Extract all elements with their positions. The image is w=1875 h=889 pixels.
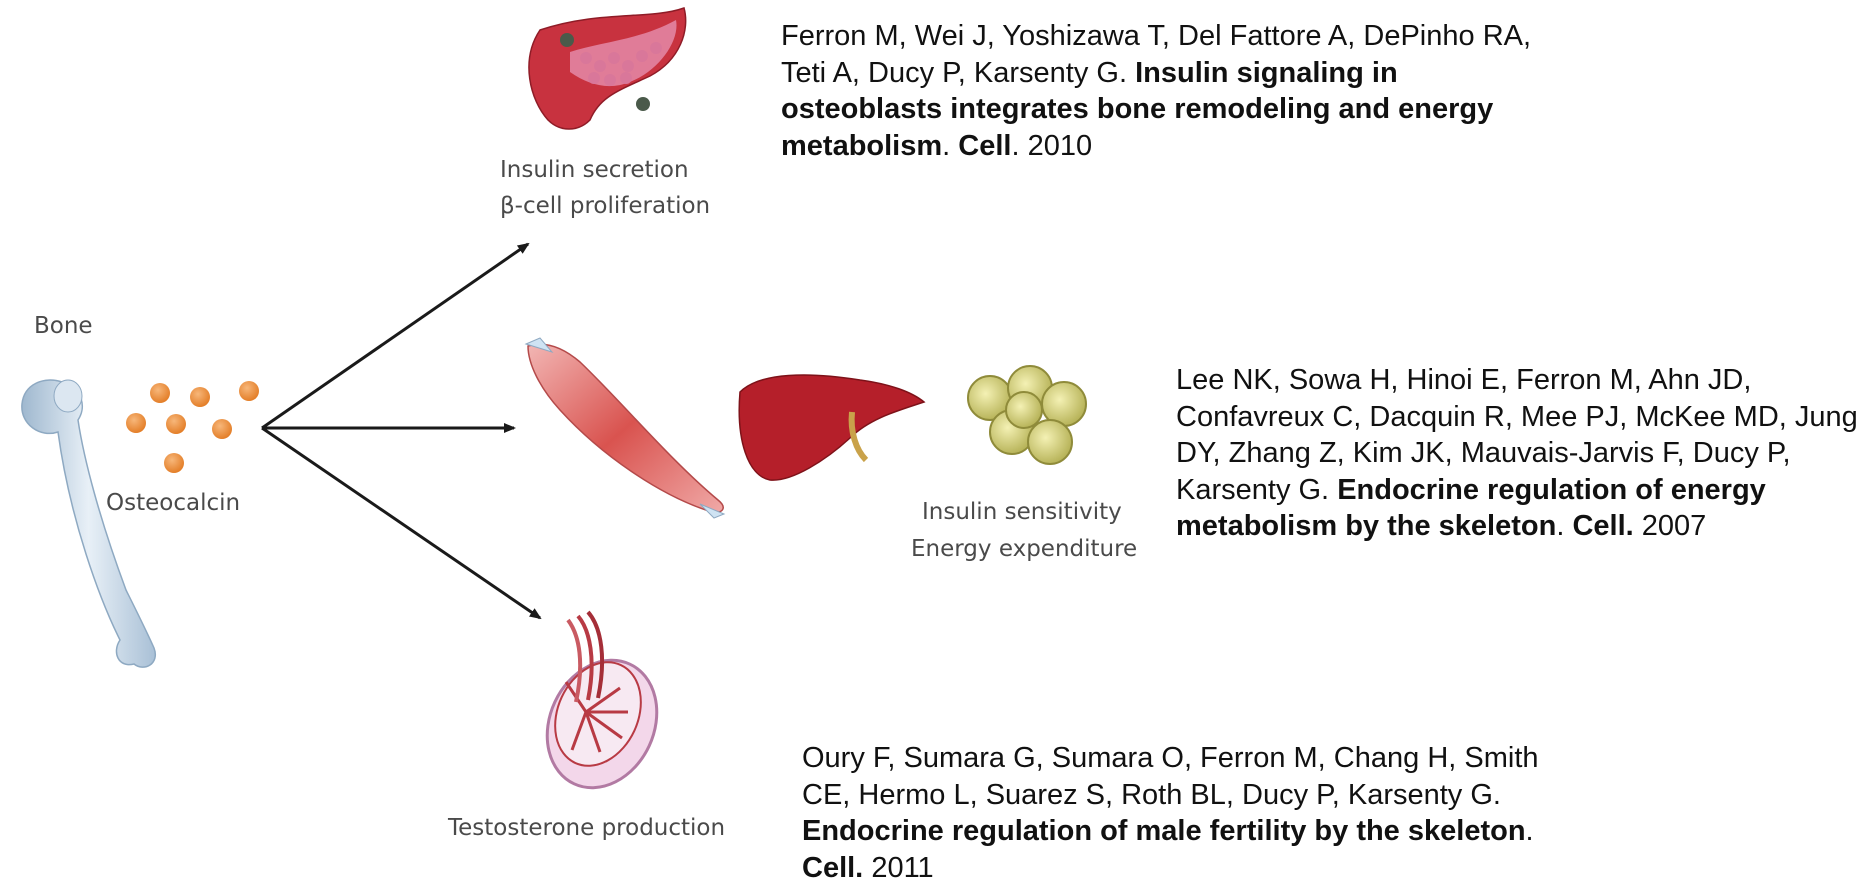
arrow-to-testis [262, 428, 540, 618]
liver-caption-line-2: Energy expenditure [911, 531, 1137, 567]
testis-caption: Testosterone production [448, 810, 725, 846]
pancreas-caption-line-1: Insulin secretion [500, 152, 689, 188]
osteocalcin-label: Osteocalcin [106, 485, 240, 521]
reference-journal: Cell [958, 130, 1011, 162]
reference-year: 2007 [1642, 510, 1707, 542]
reference-oury-2011: Oury F, Sumara G, Sumara O, Ferron M, Ch… [802, 740, 1542, 886]
osteocalcin-dot [126, 413, 146, 433]
arrow-to-pancreas [262, 244, 528, 428]
osteocalcin-dot [212, 419, 232, 439]
liver-illustration [739, 375, 924, 480]
reference-lee-2007: Lee NK, Sowa H, Hinoi E, Ferron M, Ahn J… [1176, 362, 1872, 545]
liver-caption-line-1: Insulin sensitivity [922, 494, 1122, 530]
osteocalcin-dot [166, 414, 186, 434]
osteocalcin-dot [150, 383, 170, 403]
pancreas-illustration [529, 8, 686, 129]
osteocalcin-dot [190, 387, 210, 407]
reference-year: 2011 [871, 852, 933, 884]
adipocytes-illustration [968, 366, 1086, 464]
muscle-illustration [526, 338, 724, 518]
pancreas-caption-line-2: β-cell proliferation [500, 188, 710, 224]
reference-year: 2010 [1028, 130, 1093, 162]
osteocalcin-dot [239, 381, 259, 401]
reference-title: Endocrine regulation of male fertility b… [802, 815, 1526, 847]
reference-authors: Oury F, Sumara G, Sumara O, Ferron M, Ch… [802, 742, 1539, 811]
osteocalcin-molecules [126, 381, 259, 473]
reference-journal: Cell. [1572, 510, 1633, 542]
testis-illustration [527, 612, 677, 806]
osteocalcin-dot [164, 453, 184, 473]
reference-ferron-2010: Ferron M, Wei J, Yoshizawa T, Del Fattor… [781, 18, 1541, 164]
bone-label: Bone [34, 308, 93, 344]
reference-journal: Cell. [802, 852, 863, 884]
